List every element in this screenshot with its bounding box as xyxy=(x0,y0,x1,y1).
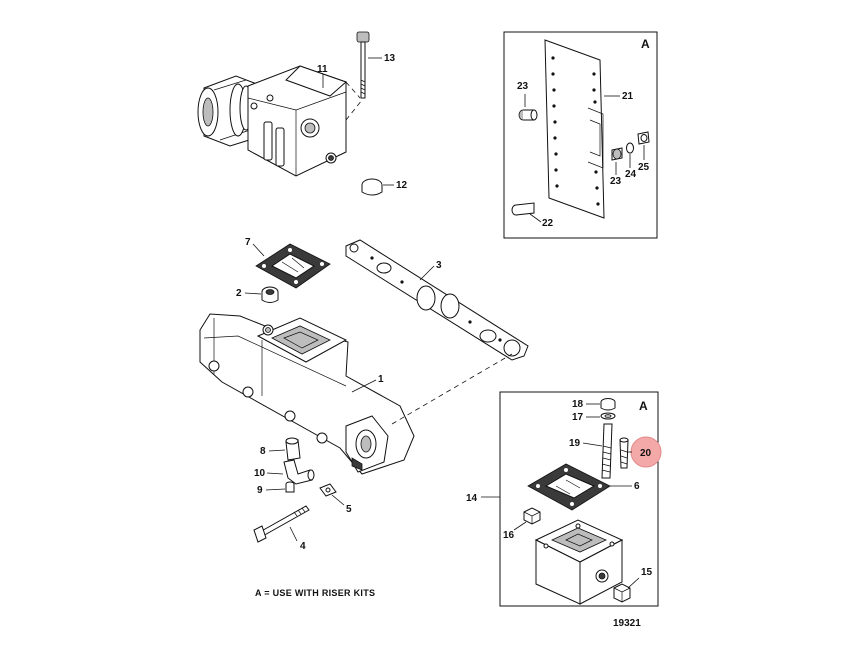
plug-2 xyxy=(261,286,279,303)
callout-15: 15 xyxy=(641,567,653,578)
callout-23-top-right: 23 xyxy=(610,176,622,187)
callout-3: 3 xyxy=(436,260,442,271)
fitting-8 xyxy=(285,437,301,461)
callout-9: 9 xyxy=(257,485,263,496)
callout-7: 7 xyxy=(245,237,251,248)
elbow-fitting-10 xyxy=(283,459,315,485)
figure-number: 19321 xyxy=(613,618,641,629)
plug-15 xyxy=(613,583,631,603)
callout-2: 2 xyxy=(236,288,242,299)
adapter-plate xyxy=(544,39,605,219)
callout-24: 24 xyxy=(625,169,637,180)
callout-10: 10 xyxy=(254,468,266,479)
callout-1: 1 xyxy=(378,374,384,385)
bolt-4 xyxy=(253,505,310,543)
box-label-a-top: A xyxy=(641,37,650,51)
washer-5 xyxy=(319,483,337,497)
callout-14: 14 xyxy=(466,493,478,504)
callout-23-top-left: 23 xyxy=(517,81,529,92)
callout-19: 19 xyxy=(569,438,581,449)
callout-25: 25 xyxy=(638,162,650,173)
callout-8: 8 xyxy=(260,446,266,457)
callout-5: 5 xyxy=(346,504,352,515)
callout-20: 20 xyxy=(640,448,652,459)
stud-23-left xyxy=(518,109,538,121)
gasket-6 xyxy=(527,463,611,511)
callout-18: 18 xyxy=(572,399,584,410)
gasket-7 xyxy=(255,243,331,289)
callout-12: 12 xyxy=(396,180,408,191)
callout-17: 17 xyxy=(572,412,584,423)
stud-13 xyxy=(356,31,370,99)
riser-kit-box-bottom: A xyxy=(499,391,662,607)
callout-21: 21 xyxy=(622,91,634,102)
box-label-a-bottom: A xyxy=(639,399,648,413)
callout-22: 22 xyxy=(542,218,554,229)
callout-16: 16 xyxy=(503,530,515,541)
gasket-3 xyxy=(345,239,529,361)
riser-kit-box-top: A xyxy=(503,31,658,239)
callout-4: 4 xyxy=(300,541,306,552)
fitting-9 xyxy=(285,481,295,493)
callout-13: 13 xyxy=(384,53,396,64)
exhaust-manifold xyxy=(199,313,513,475)
exhaust-elbow-assembly xyxy=(197,65,363,177)
stud-20 xyxy=(619,437,629,469)
nut-16 xyxy=(523,507,541,525)
riser-kit-note: A = USE WITH RISER KITS xyxy=(255,588,375,598)
screw-22 xyxy=(511,202,535,216)
stud-19 xyxy=(601,423,613,479)
washer-17 xyxy=(600,412,616,420)
riser-block xyxy=(534,519,624,605)
plug-12 xyxy=(361,178,383,196)
callout-6: 6 xyxy=(634,481,640,492)
callout-11: 11 xyxy=(317,64,328,75)
stud-nut-washer-right xyxy=(611,131,650,161)
bolt-18 xyxy=(600,398,616,411)
